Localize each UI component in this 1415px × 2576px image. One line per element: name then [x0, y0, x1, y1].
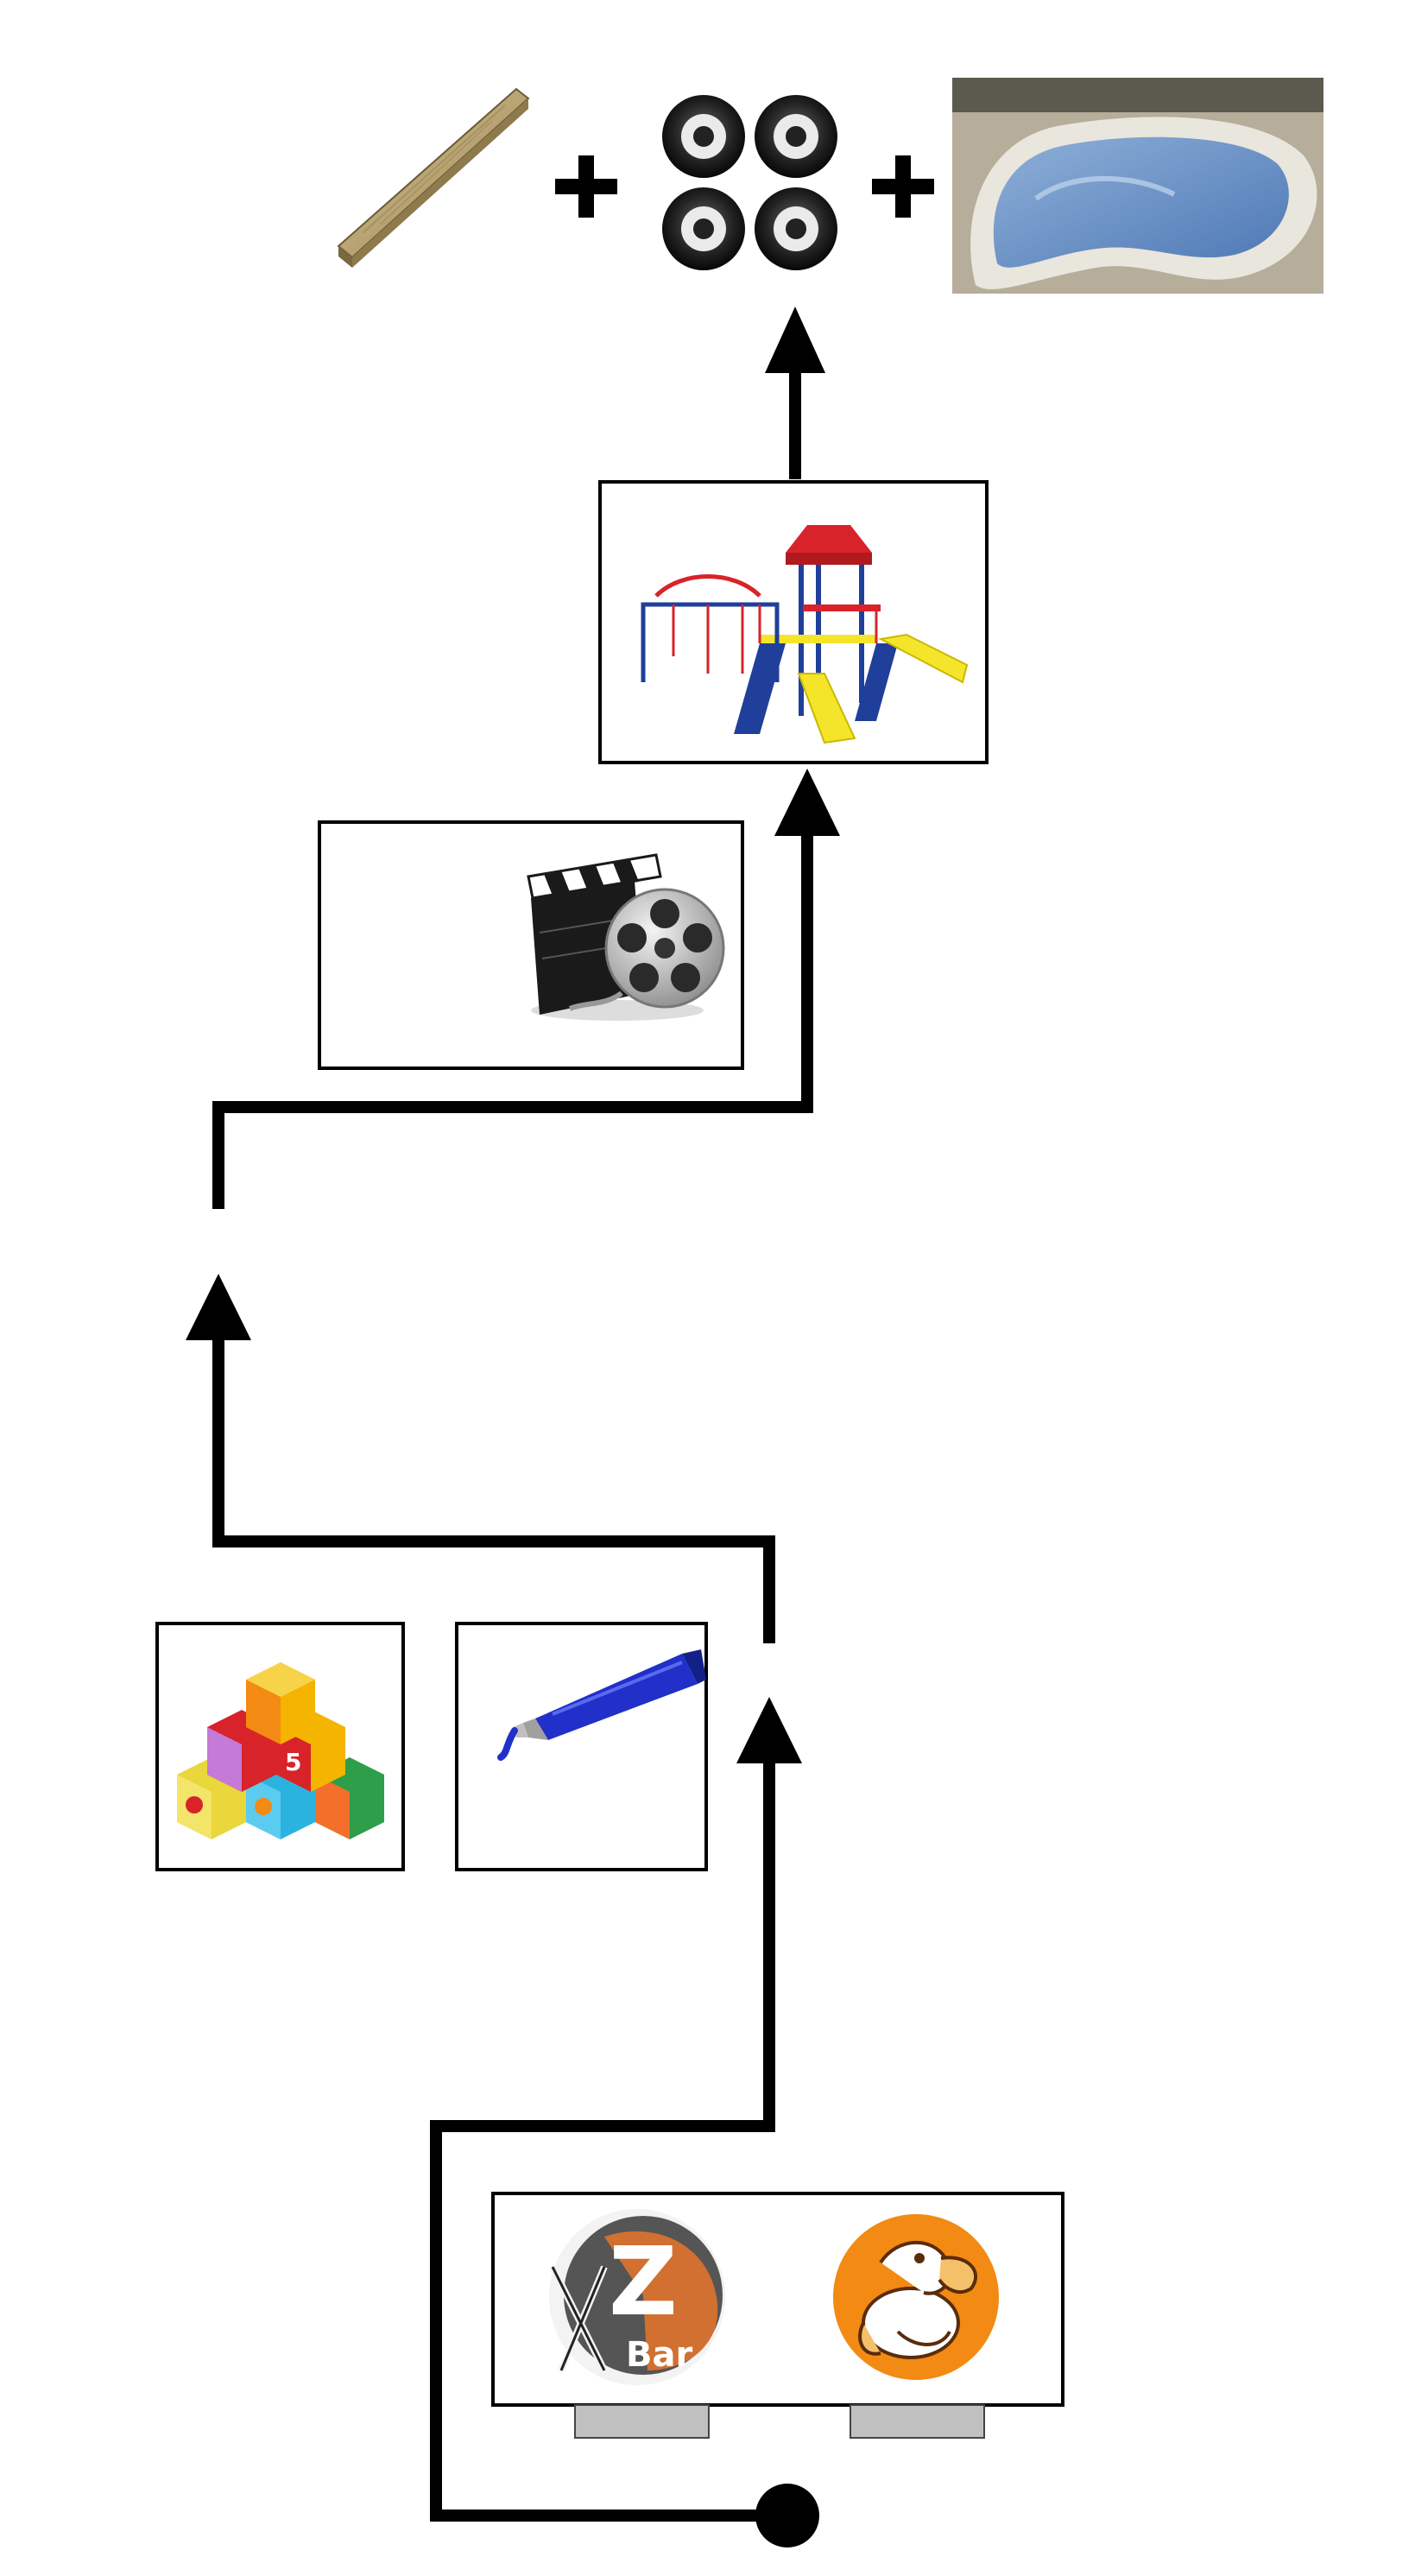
logos-tabs	[574, 2404, 985, 2439]
playground-frame	[598, 480, 989, 764]
playground-icon	[641, 525, 969, 744]
zbar-word: Bar	[626, 2335, 692, 2375]
dodo-logo-icon	[833, 2214, 999, 2380]
start-dot	[755, 2484, 819, 2548]
glue-tube-icon	[497, 1649, 706, 1761]
arrow-to-top-row	[765, 307, 825, 479]
wooden-plank-image	[337, 87, 530, 268]
film-clapper-reel-icon	[527, 853, 725, 1021]
arrow-glue-to-film	[186, 1274, 775, 1643]
block-number: 5	[285, 1748, 301, 1776]
empty-pool-image	[952, 78, 1323, 294]
plus-sign-2	[872, 155, 934, 218]
arrow-film-to-playground	[212, 769, 840, 1209]
skateboard-wheels-image	[662, 95, 837, 270]
zbar-logo-icon: Z Bar	[549, 2209, 725, 2385]
arrow-start-to-glue	[430, 1697, 802, 2522]
zbar-letter: Z	[609, 2226, 678, 2337]
plus-sign-1	[555, 155, 617, 218]
toy-blocks-icon: 5	[177, 1662, 384, 1839]
